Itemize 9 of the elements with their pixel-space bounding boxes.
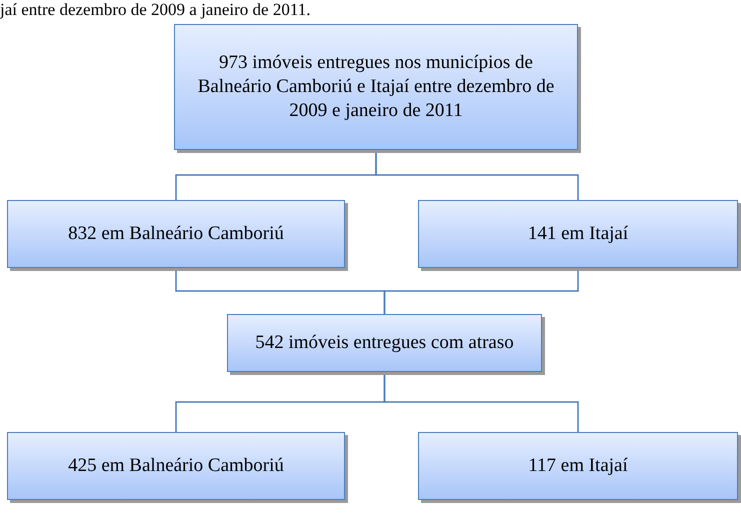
connector-line — [375, 150, 579, 200]
process-box: 832 em Balneário Camboriú — [7, 200, 345, 268]
process-box: 141 em Itajaí — [418, 200, 738, 268]
process-box: 425 em Balneário Camboriú — [7, 432, 345, 500]
connector-line — [384, 372, 579, 432]
process-box: 973 imóveis entregues nos municípios de Balneário Camboriú e Itajaí entre dezembro de 2009 e janeiro de 2011 — [174, 24, 578, 150]
process-box: 542 imóveis entregues com atraso — [227, 314, 542, 372]
connector-line — [384, 268, 579, 314]
process-box: 117 em Itajaí — [418, 432, 738, 500]
